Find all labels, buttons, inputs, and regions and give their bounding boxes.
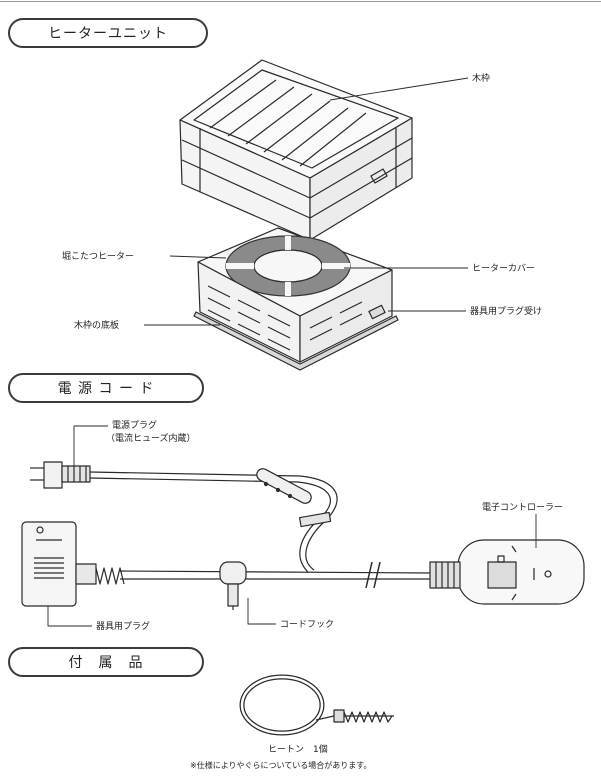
power-cord-illustration (22, 462, 584, 610)
label-cord-hook: コードフック (280, 619, 334, 630)
label-power-plug: 電源プラグ (112, 419, 157, 431)
label-wood-frame-bottom: 木枠の底板 (74, 319, 119, 331)
label-power-plug-note: （電流ヒューズ内蔵） (106, 432, 196, 444)
footnote: ※仕様によりやぐらについている場合があります。 (190, 760, 372, 770)
label-heater-cover: ヒーターカバー (472, 263, 535, 274)
label-wood-frame: 木枠 (472, 72, 490, 84)
label-kotatsu-heater: 堀こたつヒーター (62, 251, 134, 262)
label-eye-screw: ヒートン 1個 (268, 743, 328, 755)
leader-lines-cord (48, 426, 536, 626)
label-appliance-plug: 器具用プラグ (96, 620, 150, 632)
heater-unit-illustration (194, 228, 398, 370)
label-appliance-receptacle: 器具用プラグ受け (470, 305, 542, 317)
wood-frame-illustration (180, 60, 412, 240)
eye-screw-illustration (242, 677, 394, 733)
label-electronic-controller: 電子コントローラー (482, 502, 563, 513)
